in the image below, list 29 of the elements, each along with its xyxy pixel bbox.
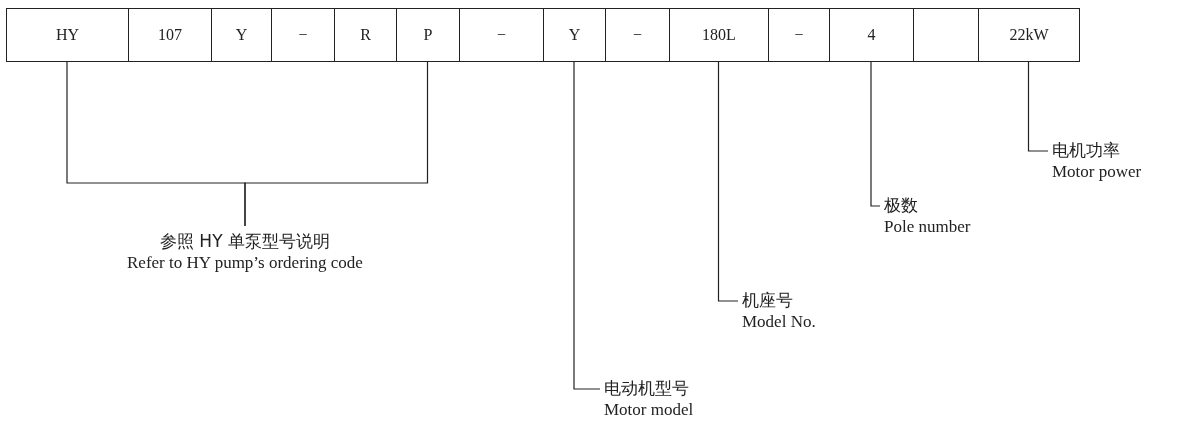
code-cell: P bbox=[396, 8, 460, 62]
code-cell: 180L bbox=[669, 8, 769, 62]
code-cell: Y bbox=[211, 8, 272, 62]
callout-text: 参照 HY 单泵型号说明 bbox=[159, 230, 330, 253]
code-cell bbox=[913, 8, 979, 62]
callout-text: 电动机型号 bbox=[604, 377, 689, 400]
code-cell: − bbox=[768, 8, 830, 62]
code-cell: − bbox=[605, 8, 670, 62]
callout-translation: Motor power bbox=[1052, 162, 1142, 182]
leader-line bbox=[870, 61, 881, 207]
code-cell: R bbox=[334, 8, 397, 62]
callout-text: 电机功率 bbox=[1052, 139, 1120, 162]
callout-text: 极数 bbox=[884, 194, 918, 217]
callout-translation: Model No. bbox=[742, 312, 816, 332]
callout-translation: Pole number bbox=[884, 217, 971, 237]
leader-line bbox=[573, 61, 601, 390]
code-cell: 107 bbox=[128, 8, 212, 62]
code-cell: Y bbox=[543, 8, 606, 62]
leader-line bbox=[1027, 61, 1049, 152]
code-cell: 22kW bbox=[978, 8, 1080, 62]
leader-line bbox=[244, 61, 429, 227]
callout-translation: Refer to HY pump’s ordering code bbox=[127, 253, 363, 273]
callout-text: 机座号 bbox=[742, 289, 793, 312]
code-cell: − bbox=[459, 8, 544, 62]
leader-line bbox=[717, 61, 739, 302]
code-cell: 4 bbox=[829, 8, 914, 62]
code-cell: HY bbox=[6, 8, 129, 62]
code-cell: − bbox=[271, 8, 335, 62]
callout-translation: Motor model bbox=[604, 400, 694, 420]
